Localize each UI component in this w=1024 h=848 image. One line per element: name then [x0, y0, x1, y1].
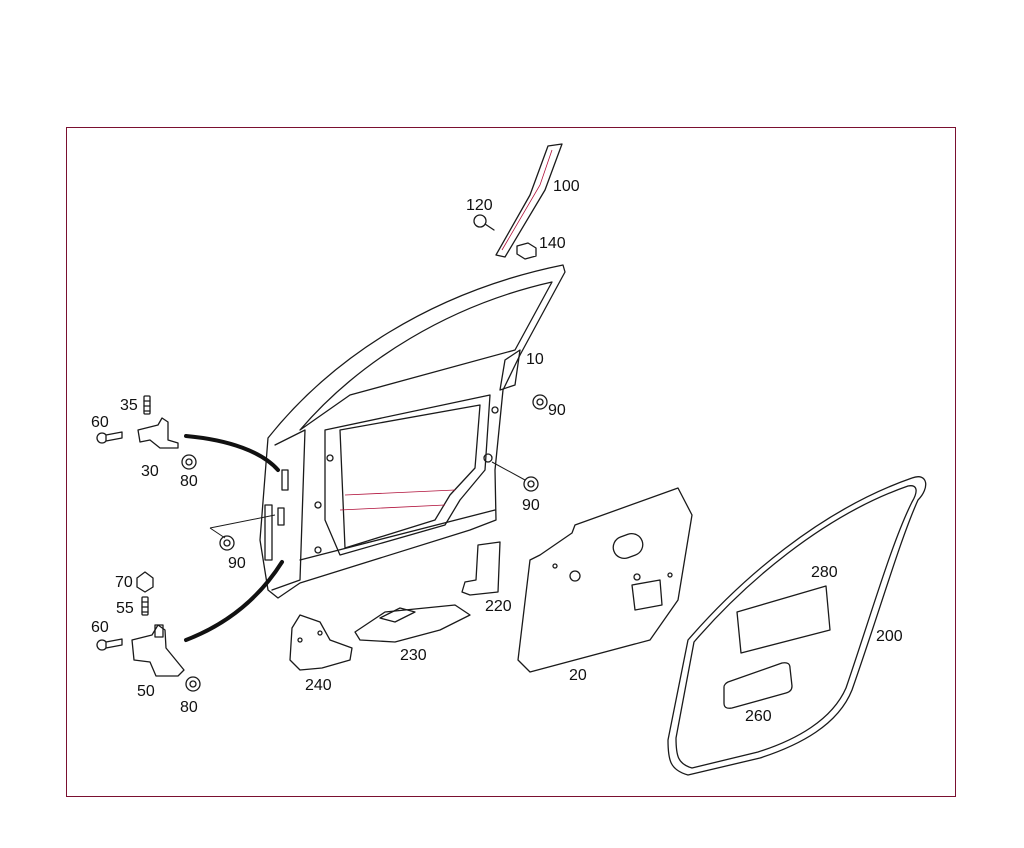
- part-60-bolt-lower[interactable]: [96, 638, 123, 651]
- part-70-nut[interactable]: [136, 571, 154, 593]
- callout-30: 30: [141, 463, 159, 480]
- part-50-lower-hinge[interactable]: [131, 624, 185, 677]
- callout-60-upper: 60: [91, 414, 109, 431]
- part-90-grommet-upper[interactable]: [532, 394, 548, 410]
- callout-90-middle: 90: [522, 497, 540, 514]
- callout-260: 260: [745, 708, 772, 725]
- callout-10: 10: [526, 351, 544, 368]
- callout-50: 50: [137, 683, 155, 700]
- diagram-frame: [66, 127, 956, 797]
- callout-230: 230: [400, 647, 427, 664]
- part-260-patch[interactable]: [723, 662, 793, 709]
- part-55-pin[interactable]: [141, 596, 149, 616]
- callout-80-upper: 80: [180, 473, 198, 490]
- part-90-grommet-left[interactable]: [209, 514, 276, 551]
- part-20-inner-panel[interactable]: [517, 487, 693, 673]
- callout-55: 55: [116, 600, 134, 617]
- part-80-nut-lower[interactable]: [185, 676, 201, 692]
- lower-hinge-arrow: [184, 560, 284, 642]
- callout-140: 140: [539, 235, 566, 252]
- upper-hinge-arrow: [184, 434, 280, 472]
- callout-280: 280: [811, 564, 838, 581]
- callout-90-upper: 90: [548, 402, 566, 419]
- callout-100: 100: [553, 178, 580, 195]
- part-90-grommet-middle[interactable]: [491, 461, 539, 492]
- part-220-bracket[interactable]: [461, 541, 501, 596]
- part-10-door-shell[interactable]: [259, 264, 566, 599]
- callout-70: 70: [115, 574, 133, 591]
- part-30-upper-hinge[interactable]: [137, 417, 179, 449]
- callout-90-left: 90: [228, 555, 246, 572]
- part-60-bolt-upper[interactable]: [96, 431, 123, 444]
- callout-220: 220: [485, 598, 512, 615]
- callout-35: 35: [120, 397, 138, 414]
- callout-20: 20: [569, 667, 587, 684]
- callout-240: 240: [305, 677, 332, 694]
- part-35-pin[interactable]: [143, 395, 151, 415]
- part-280-patch[interactable]: [736, 585, 831, 654]
- part-100-trim-strip[interactable]: [495, 143, 563, 258]
- callout-60-lower: 60: [91, 619, 109, 636]
- callout-120: 120: [466, 197, 493, 214]
- part-80-nut-upper[interactable]: [181, 454, 197, 470]
- part-120-screw[interactable]: [473, 214, 495, 231]
- part-140-clip[interactable]: [516, 242, 537, 260]
- callout-80-lower: 80: [180, 699, 198, 716]
- part-240-brace[interactable]: [289, 614, 353, 671]
- callout-200: 200: [876, 628, 903, 645]
- part-230-carrier[interactable]: [354, 604, 471, 643]
